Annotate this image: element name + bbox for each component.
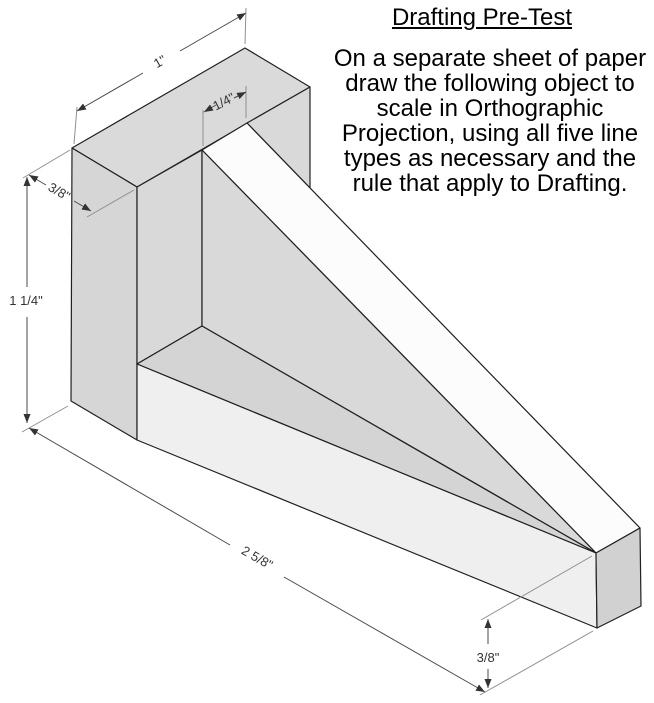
instruction-line: draw the following object to — [345, 70, 635, 97]
page-title: Drafting Pre-Test — [391, 4, 573, 31]
face-plate-left — [70, 147, 138, 441]
face-end — [595, 527, 642, 629]
dim-label-height: 1 1/4" — [9, 293, 43, 308]
dim-label-overall-length: 2 5/8" — [239, 543, 276, 573]
instruction-line: scale in Orthographic — [376, 95, 604, 122]
dim-label-end-height: 3/8" — [477, 650, 500, 665]
dim-label-top-width: 1" — [151, 52, 169, 71]
instruction-line: rule that apply to Drafting. — [352, 170, 628, 197]
instructions-paragraph: On a separate sheet of paper draw the fo… — [326, 46, 654, 196]
instruction-line: Projection, using all five line — [341, 120, 639, 147]
dimension-top-width: 1" — [76, 12, 247, 112]
instruction-line: On a separate sheet of paper — [333, 45, 647, 72]
dim-label-plate-thickness: 3/8" — [46, 179, 73, 204]
dimension-height: 1 1/4" — [9, 177, 43, 423]
dimension-end-height: 3/8" — [477, 619, 500, 688]
instruction-line: types as necessary and the — [343, 145, 637, 172]
